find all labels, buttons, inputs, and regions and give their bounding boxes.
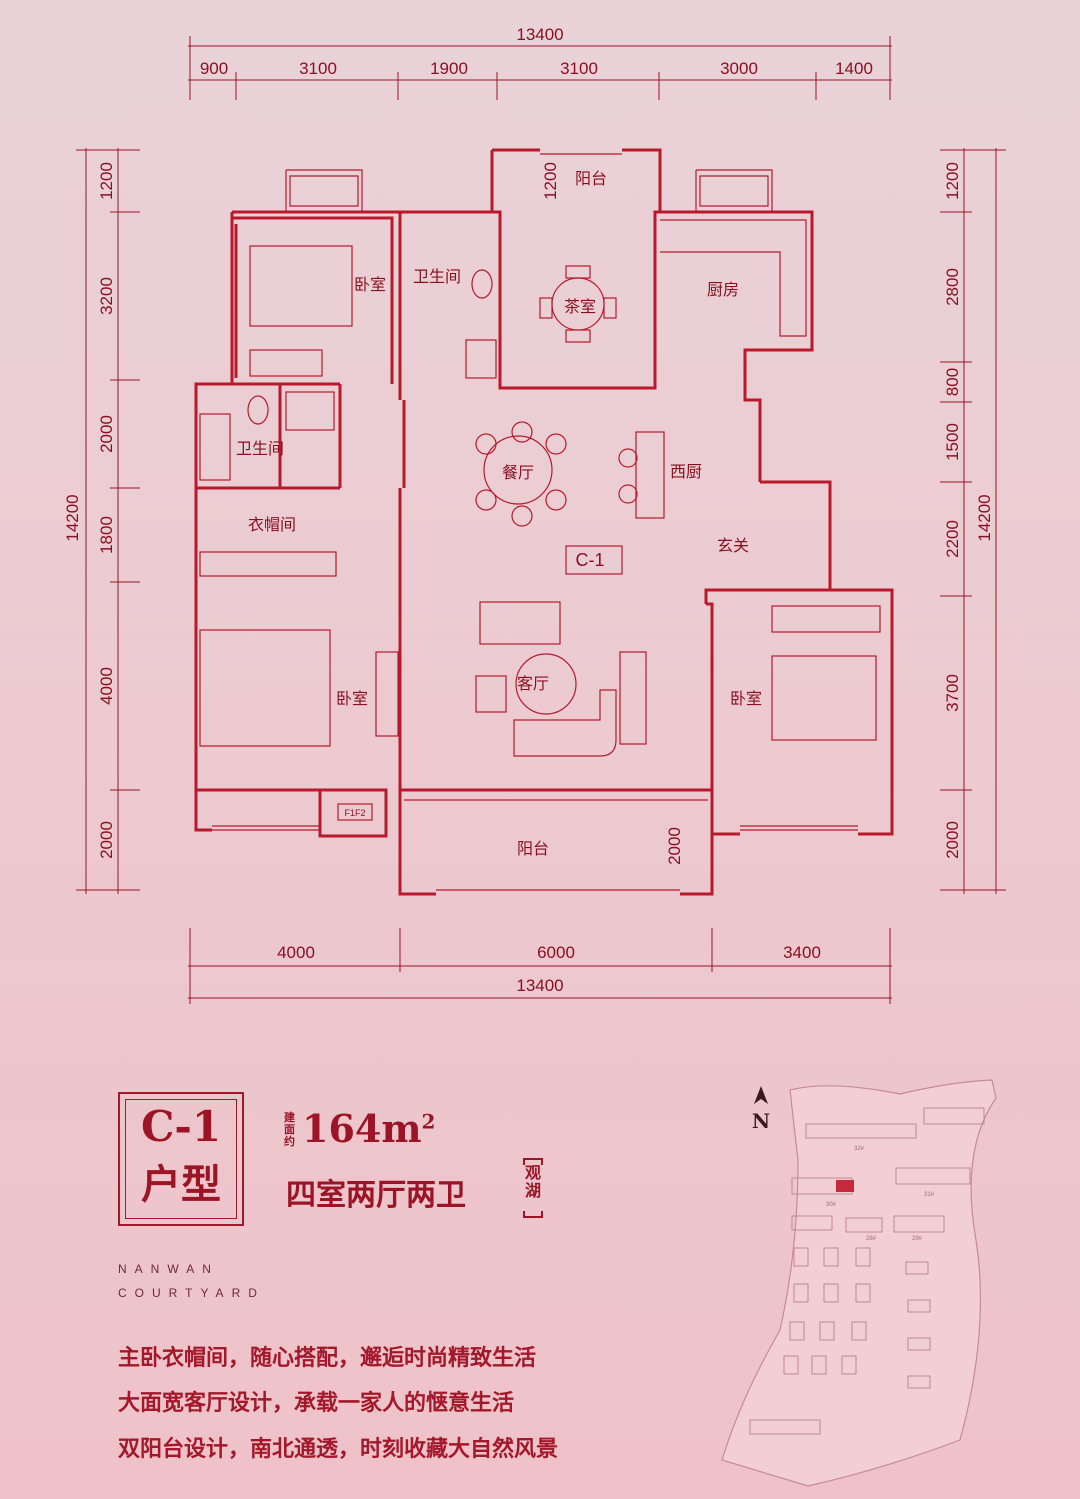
- dim-right-7: 2000: [943, 821, 962, 859]
- dim-left-5: 4000: [97, 667, 116, 705]
- lake-view-tag-text: 观湖: [524, 1163, 541, 1200]
- feature-2: 大面宽客厅设计，承载一家人的惬意生活: [118, 1391, 515, 1416]
- site-plan: N 32# 31# 30# 29# 28#: [721, 1079, 997, 1487]
- room-western-kitchen: 西厨: [670, 462, 702, 481]
- area-unit-superscript: 2: [421, 1109, 436, 1134]
- room-balcony-north: 阳台: [575, 169, 607, 188]
- dim-left-total: 14200: [63, 494, 82, 541]
- dim-right-1: 1200: [943, 162, 962, 200]
- area-prefix: 建面约: [284, 1111, 295, 1148]
- dimension-lines-bottom: 4000 6000 3400 13400: [188, 928, 892, 1004]
- dim-top-6: 1400: [835, 59, 873, 78]
- fridge-label: F1F2: [344, 808, 365, 818]
- room-dining: 餐厅: [502, 463, 534, 482]
- site-building-label-2: 31#: [924, 1192, 935, 1198]
- brand-line-2: COURTYARD: [118, 1286, 265, 1300]
- site-outline: [721, 1079, 997, 1487]
- room-bedroom-se: 卧室: [730, 689, 762, 708]
- dimension-lines-right: 1200 2800 800 1500 2200 3700 2000 14200: [940, 148, 1006, 894]
- site-building-label-4: 29#: [912, 1236, 923, 1242]
- furniture: [199, 219, 881, 757]
- feature-3: 双阳台设计，南北通透，时刻收藏大自然风景: [118, 1437, 559, 1462]
- site-building-label-3: 30#: [826, 1202, 837, 1208]
- dim-left-3: 2000: [97, 415, 116, 453]
- dim-right-4: 1500: [943, 423, 962, 461]
- dim-top-3: 1900: [430, 59, 468, 78]
- room-tea: 茶室: [564, 297, 596, 316]
- room-bath-north: 卫生间: [413, 267, 461, 286]
- room-balcony-south: 阳台: [517, 839, 549, 858]
- area-number: 164m: [302, 1106, 422, 1151]
- dim-balcony-top: 1200: [541, 162, 560, 200]
- dim-right-6: 3700: [943, 674, 962, 712]
- dim-bottom-total: 13400: [516, 976, 563, 995]
- dim-top-total: 13400: [516, 25, 563, 44]
- site-building-label-5: 28#: [866, 1236, 877, 1242]
- dimension-lines-left: 1200 3200 2000 1800 4000 2000 14200: [63, 148, 140, 894]
- dim-bottom-2: 6000: [537, 943, 575, 962]
- dim-balcony-depth: 2000: [665, 827, 684, 865]
- north-arrow-icon: [754, 1086, 768, 1104]
- layout-description: 四室两厅两卫: [286, 1178, 466, 1213]
- dim-right-5: 2200: [943, 520, 962, 558]
- dim-left-4: 1800: [97, 516, 116, 554]
- dim-top-2: 3100: [299, 59, 337, 78]
- dim-left-2: 3200: [97, 277, 116, 315]
- lake-view-tag: 观湖: [520, 1158, 546, 1218]
- room-living: 客厅: [517, 674, 549, 693]
- dim-top-4: 3100: [560, 59, 598, 78]
- room-bath-west: 卫生间: [236, 439, 284, 458]
- dim-right-2: 2800: [943, 268, 962, 306]
- dim-bottom-3: 3400: [783, 943, 821, 962]
- current-building-marker: [836, 1180, 854, 1192]
- dim-bottom-1: 4000: [277, 943, 315, 962]
- room-cloakroom: 衣帽间: [248, 515, 296, 534]
- room-kitchen: 厨房: [707, 280, 739, 299]
- dim-left-1: 1200: [97, 162, 116, 200]
- unit-type-word: 户型: [141, 1162, 221, 1208]
- dim-left-6: 2000: [97, 821, 116, 859]
- area-value: 164m2: [302, 1106, 435, 1151]
- room-foyer: 玄关: [717, 536, 749, 555]
- dim-right-3: 800: [943, 368, 962, 396]
- room-master-bedroom: 卧室: [336, 689, 368, 708]
- brand-line-1: NANWAN: [118, 1262, 219, 1276]
- walls: [194, 148, 894, 896]
- dim-top-1: 900: [200, 59, 228, 78]
- feature-1: 主卧衣帽间，随心搭配，邂逅时尚精致生活: [118, 1346, 537, 1371]
- unit-label: C-1: [575, 550, 604, 570]
- north-label: N: [752, 1109, 770, 1133]
- unit-code: C-1: [140, 1102, 222, 1151]
- unit-type-badge: C-1 户型: [118, 1092, 244, 1226]
- dim-right-total: 14200: [975, 494, 994, 541]
- dim-top-5: 3000: [720, 59, 758, 78]
- site-building-label-1: 32#: [854, 1146, 865, 1152]
- dimension-lines-top: 13400 900 3100 1900 3100 3000 1400: [188, 25, 892, 100]
- room-bedroom-nw: 卧室: [354, 275, 386, 294]
- room-labels: 卧室 卫生间 茶室 厨房 阳台 卫生间 餐厅 西厨 衣帽间 玄关 卧室 客厅 卧…: [236, 162, 762, 865]
